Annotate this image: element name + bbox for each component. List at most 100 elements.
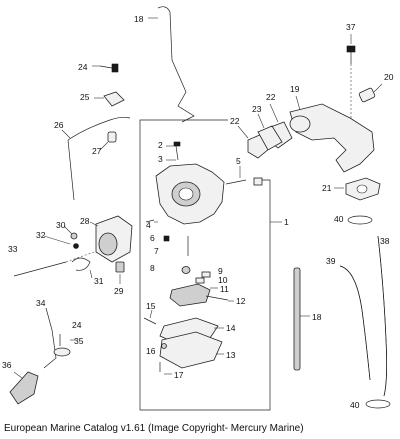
callout-7: 7 [154, 246, 159, 256]
callout-22: 22 [230, 116, 240, 126]
callout-27: 27 [92, 146, 102, 156]
callout-24: 24 [78, 62, 88, 72]
screw-24a-head [111, 63, 119, 73]
screw-37-head [346, 45, 356, 53]
leader-22b [269, 103, 279, 123]
bolt-33 [13, 261, 67, 277]
callout-19: 19 [290, 84, 300, 94]
leader-23 [257, 113, 265, 129]
callout-15: 15 [146, 301, 156, 311]
hose-39-outline [339, 265, 371, 381]
plug-6 [163, 235, 170, 242]
spacer-23 [257, 125, 283, 151]
leader-20 [373, 83, 383, 93]
screw-5a [225, 179, 247, 185]
screw-9 [201, 271, 211, 278]
callout-17: 17 [174, 370, 184, 380]
gasket-21-hole [356, 184, 368, 194]
callout-31: 31 [94, 276, 104, 286]
clamp-31 [71, 257, 91, 271]
callout-8: 8 [150, 263, 155, 273]
leader-27 [99, 141, 109, 151]
callout-18: 18 [134, 14, 144, 24]
leader-36 [13, 371, 23, 379]
callout-1: 1 [284, 217, 289, 227]
callout-6: 6 [150, 233, 155, 243]
callout-40: 40 [350, 400, 360, 410]
pin-12 [205, 295, 229, 301]
callout-21: 21 [322, 183, 332, 193]
callout-10: 10 [218, 275, 228, 285]
callout-30: 30 [56, 220, 66, 230]
hose-18 [293, 267, 301, 371]
cable-26-lower [67, 139, 75, 201]
nut-29 [115, 261, 125, 273]
callout-40: 40 [334, 214, 344, 224]
float-11 [169, 283, 211, 307]
leader-19 [295, 95, 301, 111]
callout-3: 3 [158, 154, 163, 164]
callout-5: 5 [236, 156, 241, 166]
rod-34 [43, 307, 57, 369]
callout-18: 18 [312, 312, 322, 322]
callout-12: 12 [236, 296, 246, 306]
screw-15 [143, 317, 157, 325]
nut-5 [253, 177, 263, 186]
callout-13: 13 [226, 350, 236, 360]
callout-32: 32 [36, 230, 46, 240]
washer-10 [195, 277, 205, 284]
leader-28 [89, 221, 99, 227]
callout-33: 33 [8, 244, 18, 254]
callout-16: 16 [146, 346, 156, 356]
hose-38 [377, 235, 388, 397]
callout-11: 11 [220, 284, 229, 294]
leader-31 [89, 269, 93, 279]
callout-9: 9 [218, 266, 223, 276]
callout-29: 29 [114, 286, 124, 296]
callout-4: 4 [146, 220, 151, 230]
washer-16 [161, 343, 167, 349]
callout-34: 34 [36, 298, 46, 308]
clamp-40a [347, 215, 373, 225]
image-caption: European Marine Catalog v1.61 (Image Cop… [4, 423, 304, 434]
callout-39: 39 [326, 256, 336, 266]
screw-2-head [173, 141, 181, 147]
manifold-port [289, 115, 311, 133]
callout-24: 24 [72, 320, 82, 330]
intake-manifold-19 [289, 103, 375, 173]
adapter-28-bore [98, 232, 118, 256]
leader-30 [63, 225, 73, 235]
leader-15 [149, 309, 153, 319]
screw-4 [145, 219, 155, 223]
callout-20: 20 [384, 72, 394, 82]
clamp-40b [365, 399, 391, 409]
callout-26: 26 [54, 120, 64, 130]
callout-14: 14 [226, 323, 236, 333]
nut-32 [73, 243, 79, 249]
callout-23: 23 [252, 104, 262, 114]
vent-hose-top [157, 6, 195, 123]
leader-32 [43, 235, 71, 245]
washer-30 [70, 232, 78, 240]
leader-26 [61, 129, 71, 139]
callout-2: 2 [158, 140, 163, 150]
hose-38-outline [377, 235, 388, 397]
dash-33 [65, 251, 95, 263]
callout-28: 28 [80, 216, 90, 226]
assembly-bracket [139, 119, 271, 411]
callout-36: 36 [2, 360, 12, 370]
bushing-27 [107, 131, 117, 143]
handle-36 [9, 371, 39, 405]
callout-35: 35 [74, 336, 84, 346]
callout-38: 38 [380, 236, 390, 246]
callout-37: 37 [346, 22, 356, 32]
float-bowl-13 [159, 331, 223, 369]
callout-25: 25 [80, 92, 90, 102]
bore-inner [178, 187, 194, 201]
seat-8 [181, 266, 191, 274]
fitting-20 [358, 87, 376, 103]
clip-25 [103, 91, 125, 107]
leader-22a [237, 125, 249, 139]
